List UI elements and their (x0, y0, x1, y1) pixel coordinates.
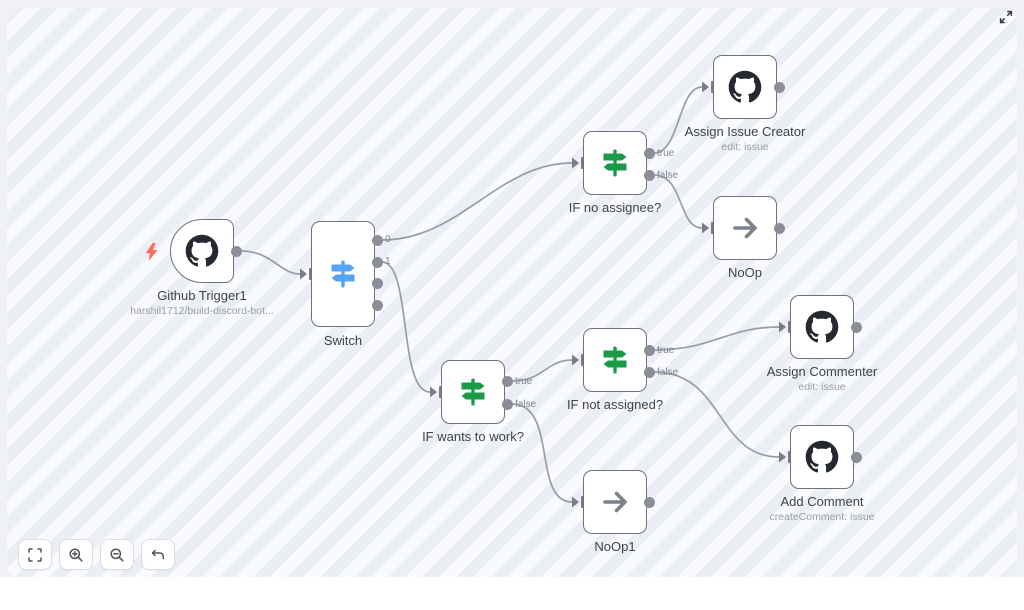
output-port-label: true (657, 345, 675, 356)
input-port-arrow[interactable] (572, 157, 579, 169)
node-label: Switch (323, 333, 363, 348)
connection[interactable] (653, 174, 703, 229)
output-port-label: 1 (385, 256, 391, 267)
node-label: Assign Commenter (766, 364, 878, 379)
output-port[interactable] (372, 235, 383, 246)
node-if-no-assignee[interactable] (583, 131, 647, 195)
node-add-comment[interactable] (790, 425, 854, 489)
output-port-label: true (657, 148, 675, 159)
zoom-in-button[interactable] (59, 539, 93, 570)
input-port-arrow[interactable] (572, 354, 579, 366)
node-label: IF no assignee? (568, 200, 662, 215)
connection[interactable] (381, 162, 573, 241)
connection[interactable] (653, 86, 703, 154)
output-port[interactable] (372, 300, 383, 311)
input-port-arrow[interactable] (779, 321, 786, 333)
node-noop1[interactable] (583, 470, 647, 534)
github-icon (728, 70, 762, 104)
github-icon (185, 234, 219, 268)
node-sublabel: createComment: issue (769, 511, 875, 523)
expand-button[interactable] (994, 5, 1018, 29)
node-sublabel: harshil1712/build-discord-bot... (130, 305, 274, 317)
undo-button[interactable] (141, 539, 175, 570)
fit-view-icon (28, 547, 42, 562)
output-port[interactable] (231, 246, 242, 257)
node-noop[interactable] (713, 196, 777, 260)
node-switch[interactable] (311, 221, 375, 327)
output-port[interactable] (774, 82, 785, 93)
node-assign-commenter[interactable] (790, 295, 854, 359)
output-port[interactable] (372, 257, 383, 268)
node-sublabel: edit: issue (798, 381, 846, 393)
node-label: Github Trigger1 (157, 288, 247, 303)
node-sublabel: edit: issue (721, 141, 769, 153)
trigger-bolt-icon (145, 243, 158, 261)
output-port[interactable] (644, 497, 655, 508)
node-label: IF not assigned? (566, 397, 664, 412)
connection[interactable] (511, 359, 573, 382)
output-port-label: true (515, 376, 533, 387)
connection[interactable] (653, 371, 780, 458)
output-port-label: false (657, 367, 679, 378)
connection[interactable] (381, 261, 431, 393)
canvas-controls (18, 539, 175, 570)
expand-diagonal-icon (999, 10, 1013, 24)
input-port-arrow[interactable] (572, 496, 579, 508)
node-label: NoOp1 (594, 539, 636, 554)
github-icon (805, 440, 839, 474)
output-port[interactable] (372, 278, 383, 289)
connection[interactable] (240, 250, 301, 275)
output-port[interactable] (774, 223, 785, 234)
input-port-arrow[interactable] (430, 386, 437, 398)
fit-view-button[interactable] (18, 539, 52, 570)
input-port-arrow[interactable] (779, 451, 786, 463)
node-github-trigger1[interactable] (170, 219, 234, 283)
output-port[interactable] (644, 345, 655, 356)
bottom-strip (0, 577, 1024, 610)
output-port[interactable] (851, 452, 862, 463)
input-port-arrow[interactable] (300, 268, 307, 280)
node-if-wants-to-work[interactable] (441, 360, 505, 424)
arrow-icon (599, 486, 631, 518)
output-port-label: false (515, 399, 537, 410)
output-port[interactable] (644, 148, 655, 159)
output-port[interactable] (644, 367, 655, 378)
output-port-label: 0 (385, 234, 391, 245)
node-label: NoOp (728, 265, 762, 280)
if-icon (599, 344, 631, 376)
node-if-not-assigned[interactable] (583, 328, 647, 392)
editor-frame (0, 0, 1024, 577)
node-label: Assign Issue Creator (684, 124, 806, 139)
input-port-arrow[interactable] (702, 81, 709, 93)
switch-icon (327, 258, 359, 290)
if-icon (457, 376, 489, 408)
output-port[interactable] (502, 399, 513, 410)
output-port-label: false (657, 170, 679, 181)
node-assign-issue-creator[interactable] (713, 55, 777, 119)
node-label: IF wants to work? (422, 429, 524, 444)
undo-icon (151, 549, 165, 559)
output-port[interactable] (644, 170, 655, 181)
input-port-arrow[interactable] (702, 222, 709, 234)
connection[interactable] (653, 326, 780, 351)
output-port[interactable] (851, 322, 862, 333)
zoom-out-button[interactable] (100, 539, 134, 570)
github-icon (805, 310, 839, 344)
node-label: Add Comment (780, 494, 864, 509)
output-port[interactable] (502, 376, 513, 387)
connection[interactable] (511, 403, 573, 503)
arrow-icon (729, 212, 761, 244)
zoom-out-icon (110, 547, 124, 562)
zoom-in-icon (69, 547, 83, 562)
